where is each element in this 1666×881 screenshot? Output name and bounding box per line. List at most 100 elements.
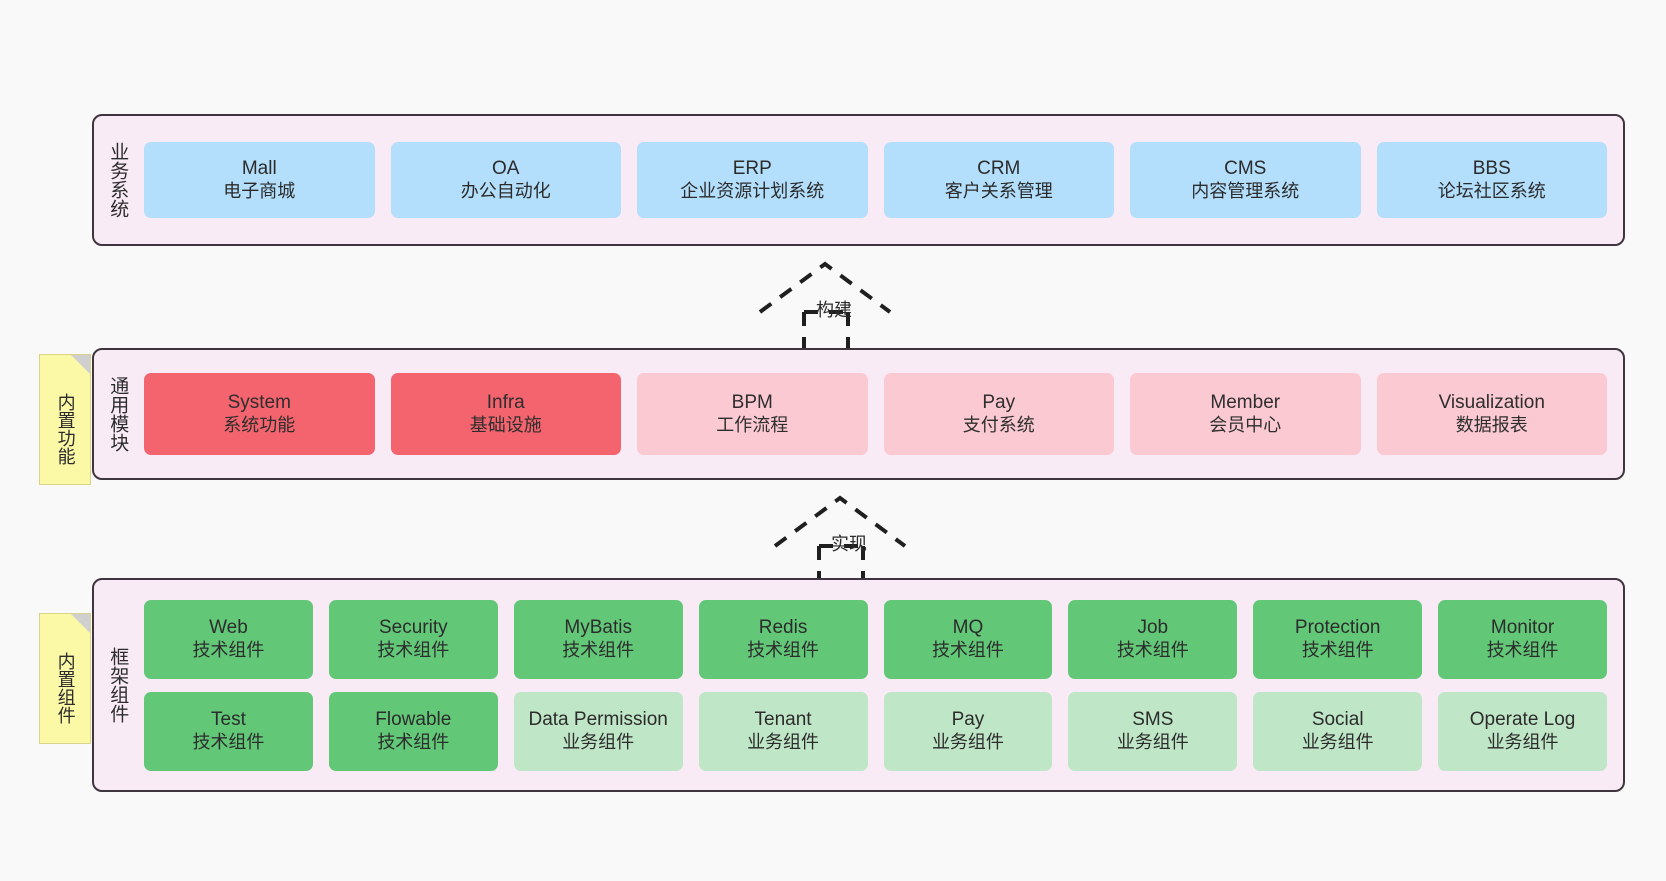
item-infra[interactable]: Infra 基础设施 [390, 373, 621, 455]
connector-implement-label: 实现 [831, 534, 867, 554]
item-mq[interactable]: MQ 技术组件 [883, 599, 1053, 679]
item-pay-module[interactable]: Pay 支付系统 [883, 373, 1114, 455]
item-job[interactable]: Job 技术组件 [1068, 599, 1238, 679]
item-system-name: System [227, 392, 291, 414]
item-cms-name: CMS [1224, 158, 1267, 180]
item-mall[interactable]: Mall 电子商城 [144, 142, 375, 218]
item-job-name: Job [1137, 617, 1169, 639]
item-cms[interactable]: CMS 内容管理系统 [1130, 142, 1361, 218]
item-oa-name: OA [492, 158, 520, 180]
layer-common-module[interactable]: 通用模块 System 系统功能 Infra 基础设施 BPM 工作流程 Pay… [92, 348, 1625, 480]
item-flowable-desc: 技术组件 [377, 731, 450, 752]
note-fold-corner-icon [71, 355, 90, 374]
item-tenant-desc: 业务组件 [747, 731, 820, 752]
item-web-name: Web [209, 617, 248, 639]
item-flowable[interactable]: Flowable 技术组件 [328, 691, 498, 771]
note-builtin-component[interactable]: 内置组件 [39, 613, 91, 744]
item-system[interactable]: System 系统功能 [144, 373, 375, 455]
item-crm-desc: 客户关系管理 [944, 180, 1053, 201]
item-protection[interactable]: Protection 技术组件 [1253, 599, 1423, 679]
connector-implement: 实现 [773, 492, 935, 588]
item-data-permission-name: Data Permission [528, 709, 668, 731]
layer-common-module-label: 通用模块 [107, 376, 129, 452]
layer-common-module-body: System 系统功能 Infra 基础设施 BPM 工作流程 Pay 支付系统… [140, 350, 1623, 478]
item-redis-name: Redis [758, 617, 808, 639]
item-security-name: Security [378, 617, 448, 639]
item-visualization[interactable]: Visualization 数据报表 [1376, 373, 1607, 455]
item-member-name: Member [1210, 392, 1281, 414]
item-mybatis[interactable]: MyBatis 技术组件 [513, 599, 683, 679]
item-tenant[interactable]: Tenant 业务组件 [698, 691, 868, 771]
layer-business-system-body: Mall 电子商城 OA 办公自动化 ERP 企业资源计划系统 CRM 客户关系… [140, 116, 1623, 244]
note-fold-corner-icon [71, 614, 90, 633]
item-cms-desc: 内容管理系统 [1191, 180, 1300, 201]
item-mq-name: MQ [952, 617, 984, 639]
layer-business-system[interactable]: 业务系统 Mall 电子商城 OA 办公自动化 ERP 企业资源计划系统 CRM… [92, 114, 1625, 246]
connector-build: 构建 [758, 258, 920, 354]
item-monitor[interactable]: Monitor 技术组件 [1438, 599, 1607, 679]
item-bpm-name: BPM [731, 392, 773, 414]
item-test[interactable]: Test 技术组件 [144, 691, 313, 771]
item-system-desc: 系统功能 [223, 414, 296, 435]
layer-business-system-row: Mall 电子商城 OA 办公自动化 ERP 企业资源计划系统 CRM 客户关系… [144, 142, 1607, 218]
item-crm-name: CRM [977, 158, 1021, 180]
item-bbs-desc: 论坛社区系统 [1437, 180, 1546, 201]
layer-framework-component[interactable]: 框架组件 Web 技术组件 Security 技术组件 MyBatis 技术组件… [92, 578, 1625, 792]
item-mall-name: Mall [241, 158, 277, 180]
item-pay-module-name: Pay [982, 392, 1016, 414]
layer-framework-component-label: 框架组件 [107, 647, 129, 723]
item-bpm[interactable]: BPM 工作流程 [637, 373, 868, 455]
item-pay-component-name: Pay [951, 709, 985, 731]
item-sms-name: SMS [1132, 709, 1174, 731]
item-erp-desc: 企业资源计划系统 [680, 180, 825, 201]
layer-framework-component-row-technical: Web 技术组件 Security 技术组件 MyBatis 技术组件 Redi… [144, 599, 1607, 679]
item-job-desc: 技术组件 [1116, 639, 1189, 660]
item-visualization-desc: 数据报表 [1455, 414, 1528, 435]
item-sms[interactable]: SMS 业务组件 [1068, 691, 1238, 771]
item-bbs[interactable]: BBS 论坛社区系统 [1376, 142, 1607, 218]
item-erp[interactable]: ERP 企业资源计划系统 [637, 142, 868, 218]
item-redis[interactable]: Redis 技术组件 [698, 599, 868, 679]
item-tenant-name: Tenant [754, 709, 812, 731]
item-pay-module-desc: 支付系统 [962, 414, 1035, 435]
item-operate-log-desc: 业务组件 [1486, 731, 1559, 752]
item-monitor-desc: 技术组件 [1486, 639, 1559, 660]
layer-common-module-row: System 系统功能 Infra 基础设施 BPM 工作流程 Pay 支付系统… [144, 373, 1607, 455]
note-builtin-function[interactable]: 内置功能 [39, 354, 91, 485]
item-mall-desc: 电子商城 [223, 180, 296, 201]
item-data-permission[interactable]: Data Permission 业务组件 [513, 691, 683, 771]
connector-build-label: 构建 [816, 300, 852, 320]
item-web[interactable]: Web 技术组件 [144, 599, 313, 679]
item-security-desc: 技术组件 [377, 639, 450, 660]
item-test-desc: 技术组件 [192, 731, 265, 752]
item-security[interactable]: Security 技术组件 [328, 599, 498, 679]
item-mq-desc: 技术组件 [931, 639, 1004, 660]
item-member[interactable]: Member 会员中心 [1130, 373, 1361, 455]
item-crm[interactable]: CRM 客户关系管理 [883, 142, 1114, 218]
item-infra-desc: 基础设施 [469, 414, 542, 435]
item-social[interactable]: Social 业务组件 [1253, 691, 1423, 771]
item-erp-name: ERP [732, 158, 772, 180]
item-sms-desc: 业务组件 [1116, 731, 1189, 752]
item-mybatis-name: MyBatis [564, 617, 632, 639]
item-operate-log[interactable]: Operate Log 业务组件 [1438, 691, 1607, 771]
item-infra-name: Infra [486, 392, 525, 414]
item-flowable-name: Flowable [375, 709, 452, 731]
item-protection-desc: 技术组件 [1301, 639, 1374, 660]
item-pay-component[interactable]: Pay 业务组件 [883, 691, 1053, 771]
item-monitor-name: Monitor [1490, 617, 1555, 639]
layer-framework-component-body: Web 技术组件 Security 技术组件 MyBatis 技术组件 Redi… [140, 580, 1623, 790]
note-builtin-function-text: 内置功能 [55, 392, 76, 465]
item-redis-desc: 技术组件 [747, 639, 820, 660]
item-bpm-desc: 工作流程 [716, 414, 789, 435]
item-oa-desc: 办公自动化 [460, 180, 551, 201]
item-oa[interactable]: OA 办公自动化 [390, 142, 621, 218]
item-operate-log-name: Operate Log [1469, 709, 1576, 731]
item-test-name: Test [211, 709, 246, 731]
item-protection-name: Protection [1294, 617, 1381, 639]
item-web-desc: 技术组件 [192, 639, 265, 660]
item-visualization-name: Visualization [1438, 392, 1545, 414]
item-data-permission-desc: 业务组件 [562, 731, 635, 752]
note-builtin-component-text: 内置组件 [55, 651, 76, 724]
